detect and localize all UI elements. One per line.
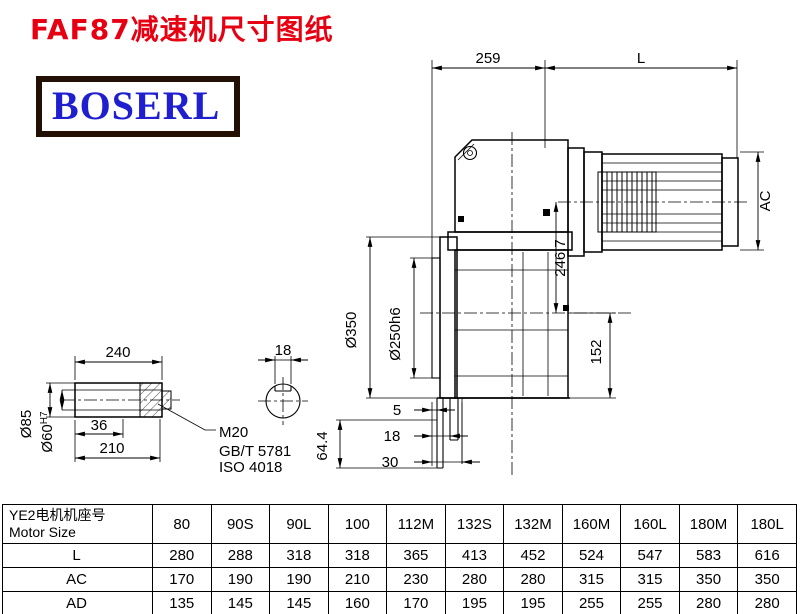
dim-250h6: Ø250h6 <box>387 307 404 360</box>
cell-AC-10: 350 <box>737 567 797 592</box>
cell-AD-0: 135 <box>152 591 212 614</box>
dim-18b: 18 <box>384 428 401 445</box>
boserl-logo-text: BOSERL <box>52 83 221 128</box>
cell-L-4: 365 <box>386 543 446 568</box>
dim-240: 240 <box>105 344 130 361</box>
frame-col-80: 80 <box>152 504 212 544</box>
cell-L-10: 616 <box>737 543 797 568</box>
page-title: FAF87减速机尺寸图纸 <box>30 13 334 46</box>
label-m20: M20 <box>219 424 248 441</box>
dim-L: L <box>637 50 645 67</box>
boserl-logo: BOSERL <box>36 76 241 137</box>
motor-size-table: YE2电机机座号 Motor Size 80 90S 90L 100 112M … <box>2 504 797 614</box>
cell-AC-0: 170 <box>152 567 212 592</box>
cell-AC-7: 315 <box>561 567 622 592</box>
dim-350: Ø350 <box>343 312 360 349</box>
dim-64-4: 64.4 <box>314 431 331 460</box>
output-flange <box>431 236 463 469</box>
cell-AC-6: 280 <box>503 567 563 592</box>
keyway <box>274 386 292 392</box>
cell-L-9: 583 <box>678 543 739 568</box>
dim-85: Ø85 <box>18 410 35 438</box>
motor <box>567 147 739 257</box>
dim-246-7: 246.7 <box>552 239 569 277</box>
retaining-bolt <box>161 390 172 410</box>
cell-AC-2: 190 <box>269 567 329 592</box>
cell-L-7: 524 <box>561 543 622 568</box>
frame-col-180m: 180M <box>678 504 739 544</box>
frame-col-90s: 90S <box>210 504 271 544</box>
cell-AD-7: 255 <box>561 591 622 614</box>
cell-L-2: 318 <box>269 543 329 568</box>
cell-AC-5: 280 <box>444 567 505 592</box>
label-iso4018: ISO 4018 <box>219 459 282 476</box>
drawing-svg: 259 L AC 246.7 Ø350 Ø250h6 152 5 18 30 6… <box>18 50 774 478</box>
cell-AC-1: 190 <box>210 567 271 592</box>
frame-col-160l: 160L <box>620 504 680 544</box>
cell-AD-4: 170 <box>386 591 446 614</box>
motor-end-shield <box>721 157 739 247</box>
cell-AD-9: 280 <box>678 591 739 614</box>
dim-5: 5 <box>393 402 401 419</box>
dim-key-18: 18 <box>275 342 292 359</box>
label-gb5781: GB/T 5781 <box>219 443 291 460</box>
dim-259: 259 <box>475 50 500 67</box>
cell-AD-3: 160 <box>327 591 388 614</box>
cell-L-0: 280 <box>152 543 212 568</box>
dim-60H7: Ø60H7 <box>39 411 56 453</box>
table-row-L: L 280 288 318 318 365 413 452 524 547 58… <box>2 543 797 568</box>
frame-col-112m: 112M <box>386 504 446 544</box>
cell-AD-5: 195 <box>444 591 505 614</box>
cell-L-1: 288 <box>210 543 271 568</box>
header-motor-size-en: Motor Size <box>9 524 76 540</box>
cell-AD-6: 195 <box>503 591 563 614</box>
frame-col-160m: 160M <box>561 504 622 544</box>
shaft-detail <box>74 382 216 431</box>
motor-stator-section <box>597 171 657 233</box>
frame-col-132m: 132M <box>503 504 563 544</box>
cell-AC-9: 350 <box>678 567 739 592</box>
cell-AD-2: 145 <box>269 591 329 614</box>
row-label-AD: AD <box>2 591 153 614</box>
cell-AD-8: 255 <box>620 591 680 614</box>
header-motor-size-cn: YE2电机机座号 <box>9 507 106 523</box>
cell-AC-8: 315 <box>620 567 680 592</box>
cell-L-6: 452 <box>503 543 563 568</box>
cell-AC-4: 230 <box>386 567 446 592</box>
frame-col-180l: 180L <box>737 504 797 544</box>
lifting-eye <box>462 145 478 161</box>
row-label-L: L <box>2 543 153 568</box>
flange-spigot <box>431 257 441 379</box>
table-row-AC: AC 170 190 190 210 230 280 280 315 315 3… <box>2 567 797 592</box>
cell-L-8: 547 <box>620 543 680 568</box>
dim-36: 36 <box>91 417 108 434</box>
table-row-AD: AD 135 145 145 160 170 195 195 255 255 2… <box>2 591 797 614</box>
leader-line <box>157 403 216 431</box>
frame-col-132s: 132S <box>444 504 505 544</box>
dim-AC: AC <box>757 190 774 211</box>
table-header-row: YE2电机机座号 Motor Size 80 90S 90L 100 112M … <box>2 504 797 544</box>
header-motor-size: YE2电机机座号 Motor Size <box>2 504 153 544</box>
dim-30: 30 <box>382 454 399 471</box>
row-label-AC: AC <box>2 567 153 592</box>
cell-AD-1: 145 <box>210 591 271 614</box>
cell-L-3: 318 <box>327 543 388 568</box>
gearbox-housing <box>437 139 573 399</box>
shaft-section-detail <box>265 383 301 419</box>
dim-152: 152 <box>588 339 605 364</box>
frame-col-100: 100 <box>327 504 388 544</box>
dimension-labels: 259 L AC 246.7 Ø350 Ø250h6 152 5 18 30 6… <box>18 50 774 476</box>
cell-AC-3: 210 <box>327 567 388 592</box>
dimension-lines <box>46 60 764 469</box>
cell-AD-10: 280 <box>737 591 797 614</box>
dim-210: 210 <box>99 440 124 457</box>
frame-col-90l: 90L <box>269 504 329 544</box>
cell-L-5: 413 <box>444 543 505 568</box>
